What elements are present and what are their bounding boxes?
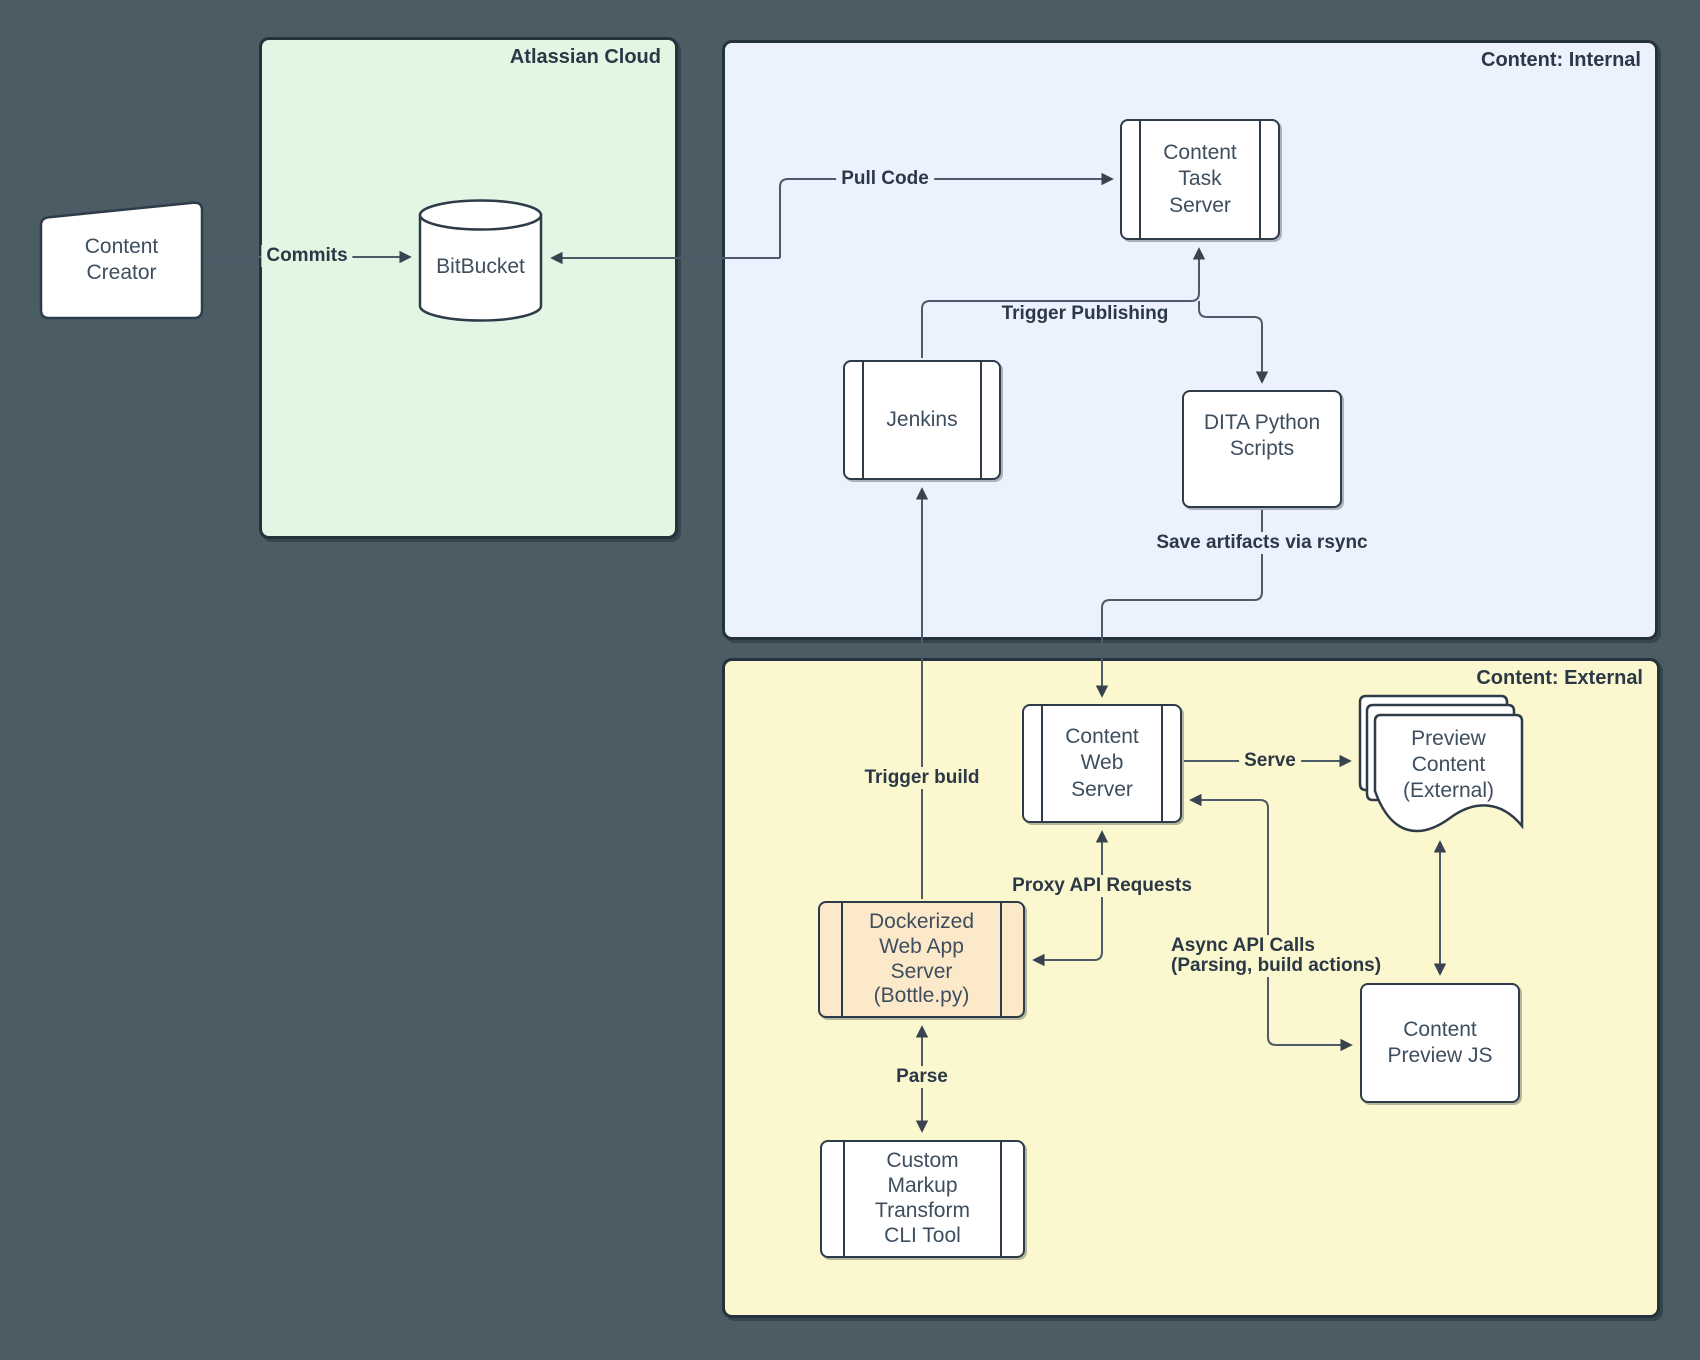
node-dockerized-web-app-server: Dockerized Web App Server (Bottle.py) bbox=[818, 901, 1025, 1018]
node-content-creator: Content Creator bbox=[41, 202, 202, 318]
node-bitbucket: BitBucket bbox=[419, 222, 542, 312]
edge-label-commits: Commits bbox=[261, 245, 353, 267]
node-jenkins: Jenkins bbox=[843, 360, 1001, 480]
node-content-web-server-label: Content Web Server bbox=[1065, 725, 1139, 801]
edge-label-serve: Serve bbox=[1239, 750, 1301, 772]
node-dita-python-scripts: DITA Python Scripts bbox=[1182, 390, 1342, 508]
edge-label-async-api-calls: Async API Calls (Parsing, build actions) bbox=[1166, 935, 1387, 977]
node-custom-markup-cli-label: Custom Markup Transform CLI Tool bbox=[875, 1149, 970, 1247]
edge-label-save-artifacts: Save artifacts via rsync bbox=[1151, 532, 1373, 554]
node-content-preview-js-label: Content Preview JS bbox=[1387, 1017, 1493, 1067]
edge-label-parse: Parse bbox=[891, 1066, 953, 1088]
node-content-task-server: Content Task Server bbox=[1120, 119, 1280, 240]
container-title-content-external: Content: External bbox=[1476, 667, 1643, 689]
container-title-atlassian-cloud: Atlassian Cloud bbox=[509, 46, 661, 68]
node-content-preview-js: Content Preview JS bbox=[1360, 983, 1520, 1103]
node-content-creator-label: Content Creator bbox=[84, 234, 159, 284]
container-title-content-internal: Content: Internal bbox=[1481, 49, 1641, 71]
node-preview-content-external: Preview Content (External) bbox=[1375, 715, 1522, 815]
node-content-task-server-label: Content Task Server bbox=[1163, 141, 1237, 217]
edge-label-proxy-api-requests: Proxy API Requests bbox=[1007, 875, 1197, 897]
node-custom-markup-cli: Custom Markup Transform CLI Tool bbox=[820, 1140, 1025, 1258]
edge-label-trigger-publishing: Trigger Publishing bbox=[996, 303, 1174, 325]
node-bitbucket-label: BitBucket bbox=[436, 254, 525, 278]
node-content-web-server: Content Web Server bbox=[1022, 704, 1182, 823]
edge-label-trigger-build: Trigger build bbox=[859, 767, 985, 789]
node-dockerized-web-app-server-label: Dockerized Web App Server (Bottle.py) bbox=[868, 909, 975, 1008]
node-jenkins-label: Jenkins bbox=[886, 407, 958, 431]
edge-label-pull-code: Pull Code bbox=[836, 168, 934, 190]
node-dita-python-scripts-label: DITA Python Scripts bbox=[1203, 411, 1321, 461]
node-preview-content-external-label: Preview Content (External) bbox=[1402, 726, 1495, 803]
